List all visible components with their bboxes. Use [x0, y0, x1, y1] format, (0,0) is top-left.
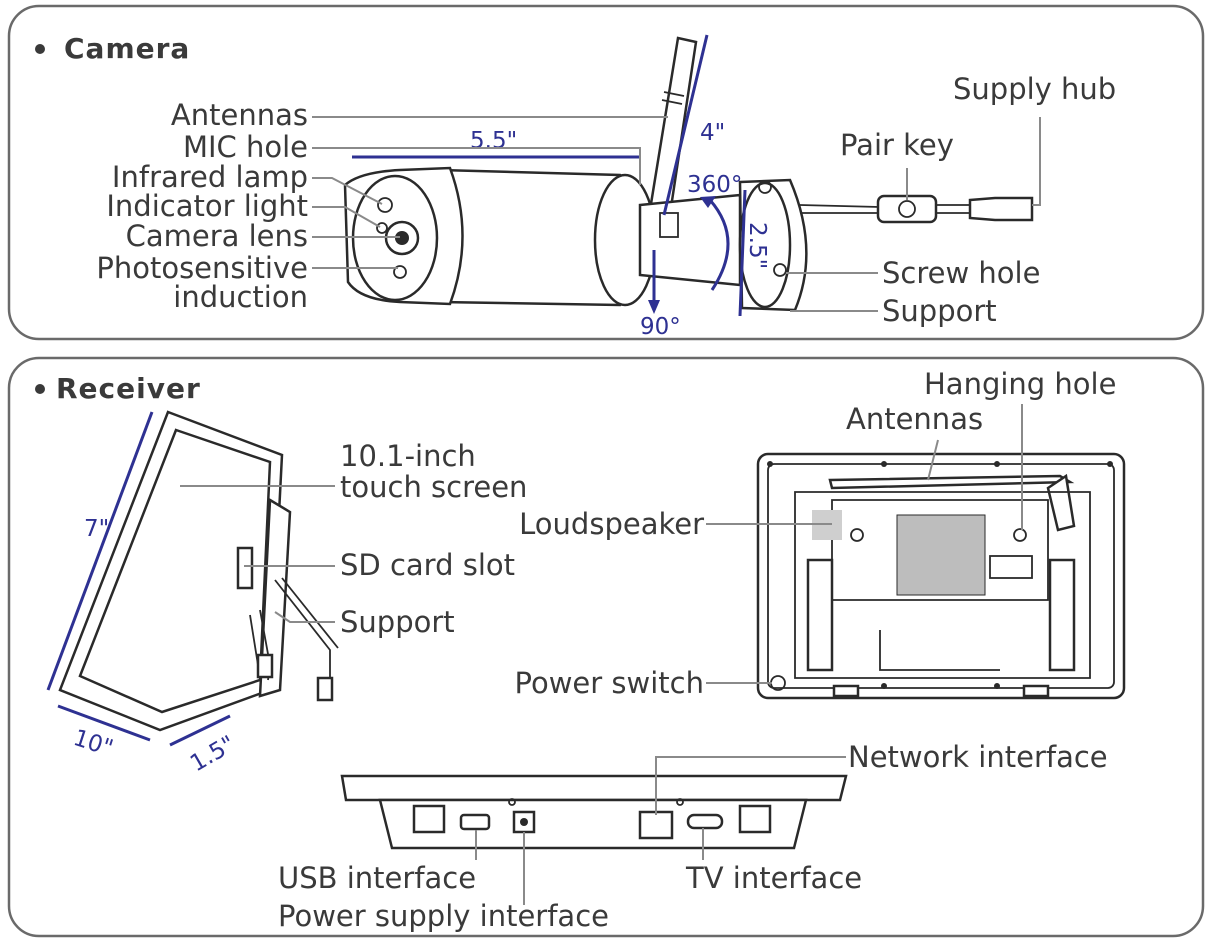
receiver-bullet-icon: [35, 384, 45, 394]
diameter-dimension-line: [738, 189, 747, 317]
rotation-arrow-icon: [700, 196, 716, 208]
receiver-section-title: Receiver: [56, 372, 201, 405]
camera-rotation-label: 360°: [687, 172, 742, 198]
rotation-arc-icon: [708, 199, 730, 291]
receiver-back-illustration: [756, 452, 1126, 700]
receiver-width-label: 10": [70, 725, 116, 762]
camera-lens-label: Camera lens: [126, 219, 308, 253]
pair-key-label: Pair key: [840, 128, 954, 162]
receiver-depth-label: 1.5": [186, 731, 240, 777]
supply-hub-label: Supply hub: [953, 72, 1116, 106]
power-switch-label: Power switch: [515, 666, 704, 700]
camera-leader-lines: [312, 116, 1041, 312]
height-dimension-line: [46, 411, 154, 691]
camera-diameter-label: 2.5": [744, 222, 770, 269]
camera-dimension-marks: [352, 34, 747, 317]
camera-bullet-icon: [35, 44, 45, 54]
infrared-lamp-label: Infrared lamp: [112, 160, 308, 194]
tilt-arrow-icon: [648, 300, 660, 314]
sd-card-slot-label: SD card slot: [340, 548, 515, 582]
network-interface-label: Network interface: [848, 740, 1108, 774]
camera-section-title: Camera: [64, 32, 190, 65]
mic-hole-label: MIC hole: [183, 130, 308, 164]
camera-support-label: Support: [882, 294, 997, 328]
indicator-light-label: Indicator light: [106, 189, 308, 223]
power-supply-interface-label: Power supply interface: [278, 899, 609, 933]
camera-illustration: [343, 36, 1034, 312]
depth-dimension-line: [169, 714, 231, 747]
usb-interface-label: USB interface: [278, 861, 476, 895]
receiver-bottom-illustration: [340, 774, 848, 850]
receiver-angled-illustration: [58, 410, 339, 732]
camera-length-label: 5.5": [470, 128, 517, 154]
screw-hole-label: Screw hole: [882, 256, 1040, 290]
touch-screen-size-label: 10.1-inch: [340, 439, 476, 473]
receiver-panel: [7, 356, 1205, 938]
receiver-support-label: Support: [340, 605, 455, 639]
hanging-hole-label: Hanging hole: [924, 367, 1116, 401]
loudspeaker-label: Loudspeaker: [519, 507, 704, 541]
camera-height-label: 4": [700, 120, 725, 146]
receiver-dimension-marks: [46, 411, 231, 747]
photosensitive-label: Photosensitive: [96, 251, 308, 285]
touch-screen-label: touch screen: [340, 470, 527, 504]
induction-label: induction: [173, 280, 308, 314]
height-dimension-line: [662, 34, 709, 216]
camera-tilt-label: 90°: [640, 314, 681, 340]
receiver-leader-lines: [180, 404, 1023, 905]
receiver-antennas-label: Antennas: [846, 402, 983, 436]
width-dimension-line: [57, 704, 151, 742]
tv-interface-label: TV interface: [685, 861, 862, 895]
camera-panel: [7, 4, 1205, 341]
receiver-height-label: 7": [84, 516, 109, 542]
antennas-label: Antennas: [171, 98, 308, 132]
